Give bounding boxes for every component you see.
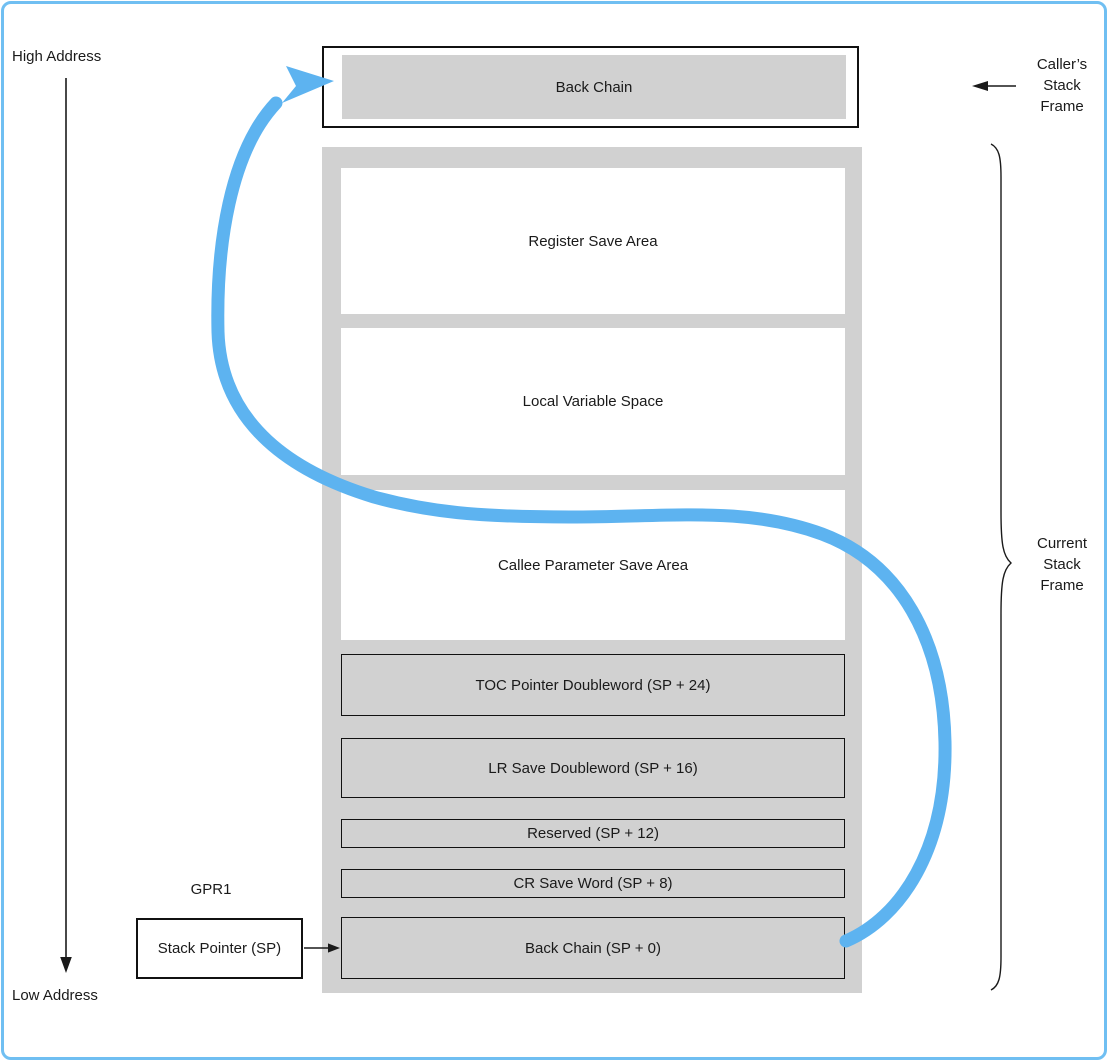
caller-back-chain-cell: Back Chain bbox=[342, 55, 846, 119]
row-register-save-area: Register Save Area bbox=[341, 168, 845, 314]
caller-frame-line-3: Frame bbox=[1040, 98, 1084, 115]
caller-back-chain-label: Back Chain bbox=[555, 78, 633, 96]
high-to-low-arrow-icon bbox=[60, 78, 72, 973]
high-address-label: High Address bbox=[12, 48, 102, 65]
caller-frame-side-label: Caller’s Stack Frame bbox=[1014, 54, 1108, 117]
row-local-variable-space: Local Variable Space bbox=[341, 328, 845, 475]
gpr1-label: GPR1 bbox=[190, 881, 232, 898]
current-frame-side-label: Current Stack Frame bbox=[1014, 533, 1108, 596]
caller-frame-box: Back Chain bbox=[322, 46, 859, 128]
row-back-chain-sp0: Back Chain (SP + 0) bbox=[341, 917, 845, 979]
stack-pointer-label: Stack Pointer (SP) bbox=[157, 940, 282, 957]
row-lr-save-doubleword: LR Save Doubleword (SP + 16) bbox=[341, 738, 845, 798]
row-callee-parameter-save-area: Callee Parameter Save Area bbox=[341, 490, 845, 640]
caller-frame-arrow-icon bbox=[972, 81, 1016, 91]
stack-pointer-box: Stack Pointer (SP) bbox=[136, 918, 303, 979]
caller-frame-line-2: Stack bbox=[1043, 77, 1081, 94]
row-cr-save-word: CR Save Word (SP + 8) bbox=[341, 869, 845, 898]
current-frame-line-3: Frame bbox=[1040, 577, 1084, 594]
caller-frame-line-1: Caller’s bbox=[1036, 56, 1088, 73]
current-frame-container: Register Save Area Local Variable Space … bbox=[322, 147, 862, 993]
row-reserved: Reserved (SP + 12) bbox=[341, 819, 845, 848]
current-frame-line-2: Stack bbox=[1043, 556, 1081, 573]
current-frame-line-1: Current bbox=[1036, 535, 1088, 552]
current-frame-brace-icon bbox=[990, 143, 1013, 991]
row-toc-pointer-doubleword: TOC Pointer Doubleword (SP + 24) bbox=[341, 654, 845, 716]
low-address-label: Low Address bbox=[12, 987, 98, 1004]
